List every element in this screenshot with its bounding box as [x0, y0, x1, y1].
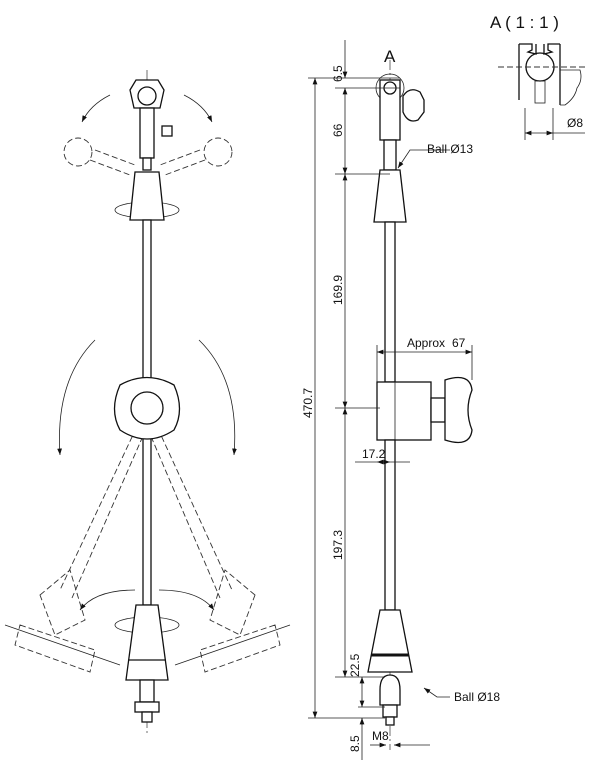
dim-mid-rod: 169.9	[331, 275, 345, 305]
dim-overall: 470.7	[301, 388, 315, 418]
callout-ball-top: Ball Ø13	[427, 142, 473, 156]
dim-clamp-width-prefix: Approx	[407, 336, 445, 350]
dim-upper-arm: 66	[331, 123, 345, 137]
dim-base-height: 22.5	[348, 653, 362, 677]
dim-thread-length: 8.5	[348, 735, 362, 752]
dim-top-gap: 6.5	[331, 65, 345, 82]
dim-clamp-width: 67	[452, 336, 466, 350]
callout-thread: M8	[372, 729, 389, 743]
detail-title: A ( 1 : 1 )	[490, 13, 559, 32]
view-marker-a: A	[384, 47, 396, 66]
dim-lower-rod: 197.3	[331, 530, 345, 560]
ghost-arms	[4, 137, 291, 673]
dim-clamp-offset: 17.2	[362, 447, 386, 461]
detail-a: A ( 1 : 1 ) Ø8	[490, 13, 585, 140]
dimension-lines	[308, 40, 473, 760]
callout-ball-bottom: Ball Ø18	[454, 690, 500, 704]
motion-view	[4, 70, 291, 735]
detail-diameter: Ø8	[567, 116, 583, 130]
dimensioned-view: A	[301, 40, 500, 760]
